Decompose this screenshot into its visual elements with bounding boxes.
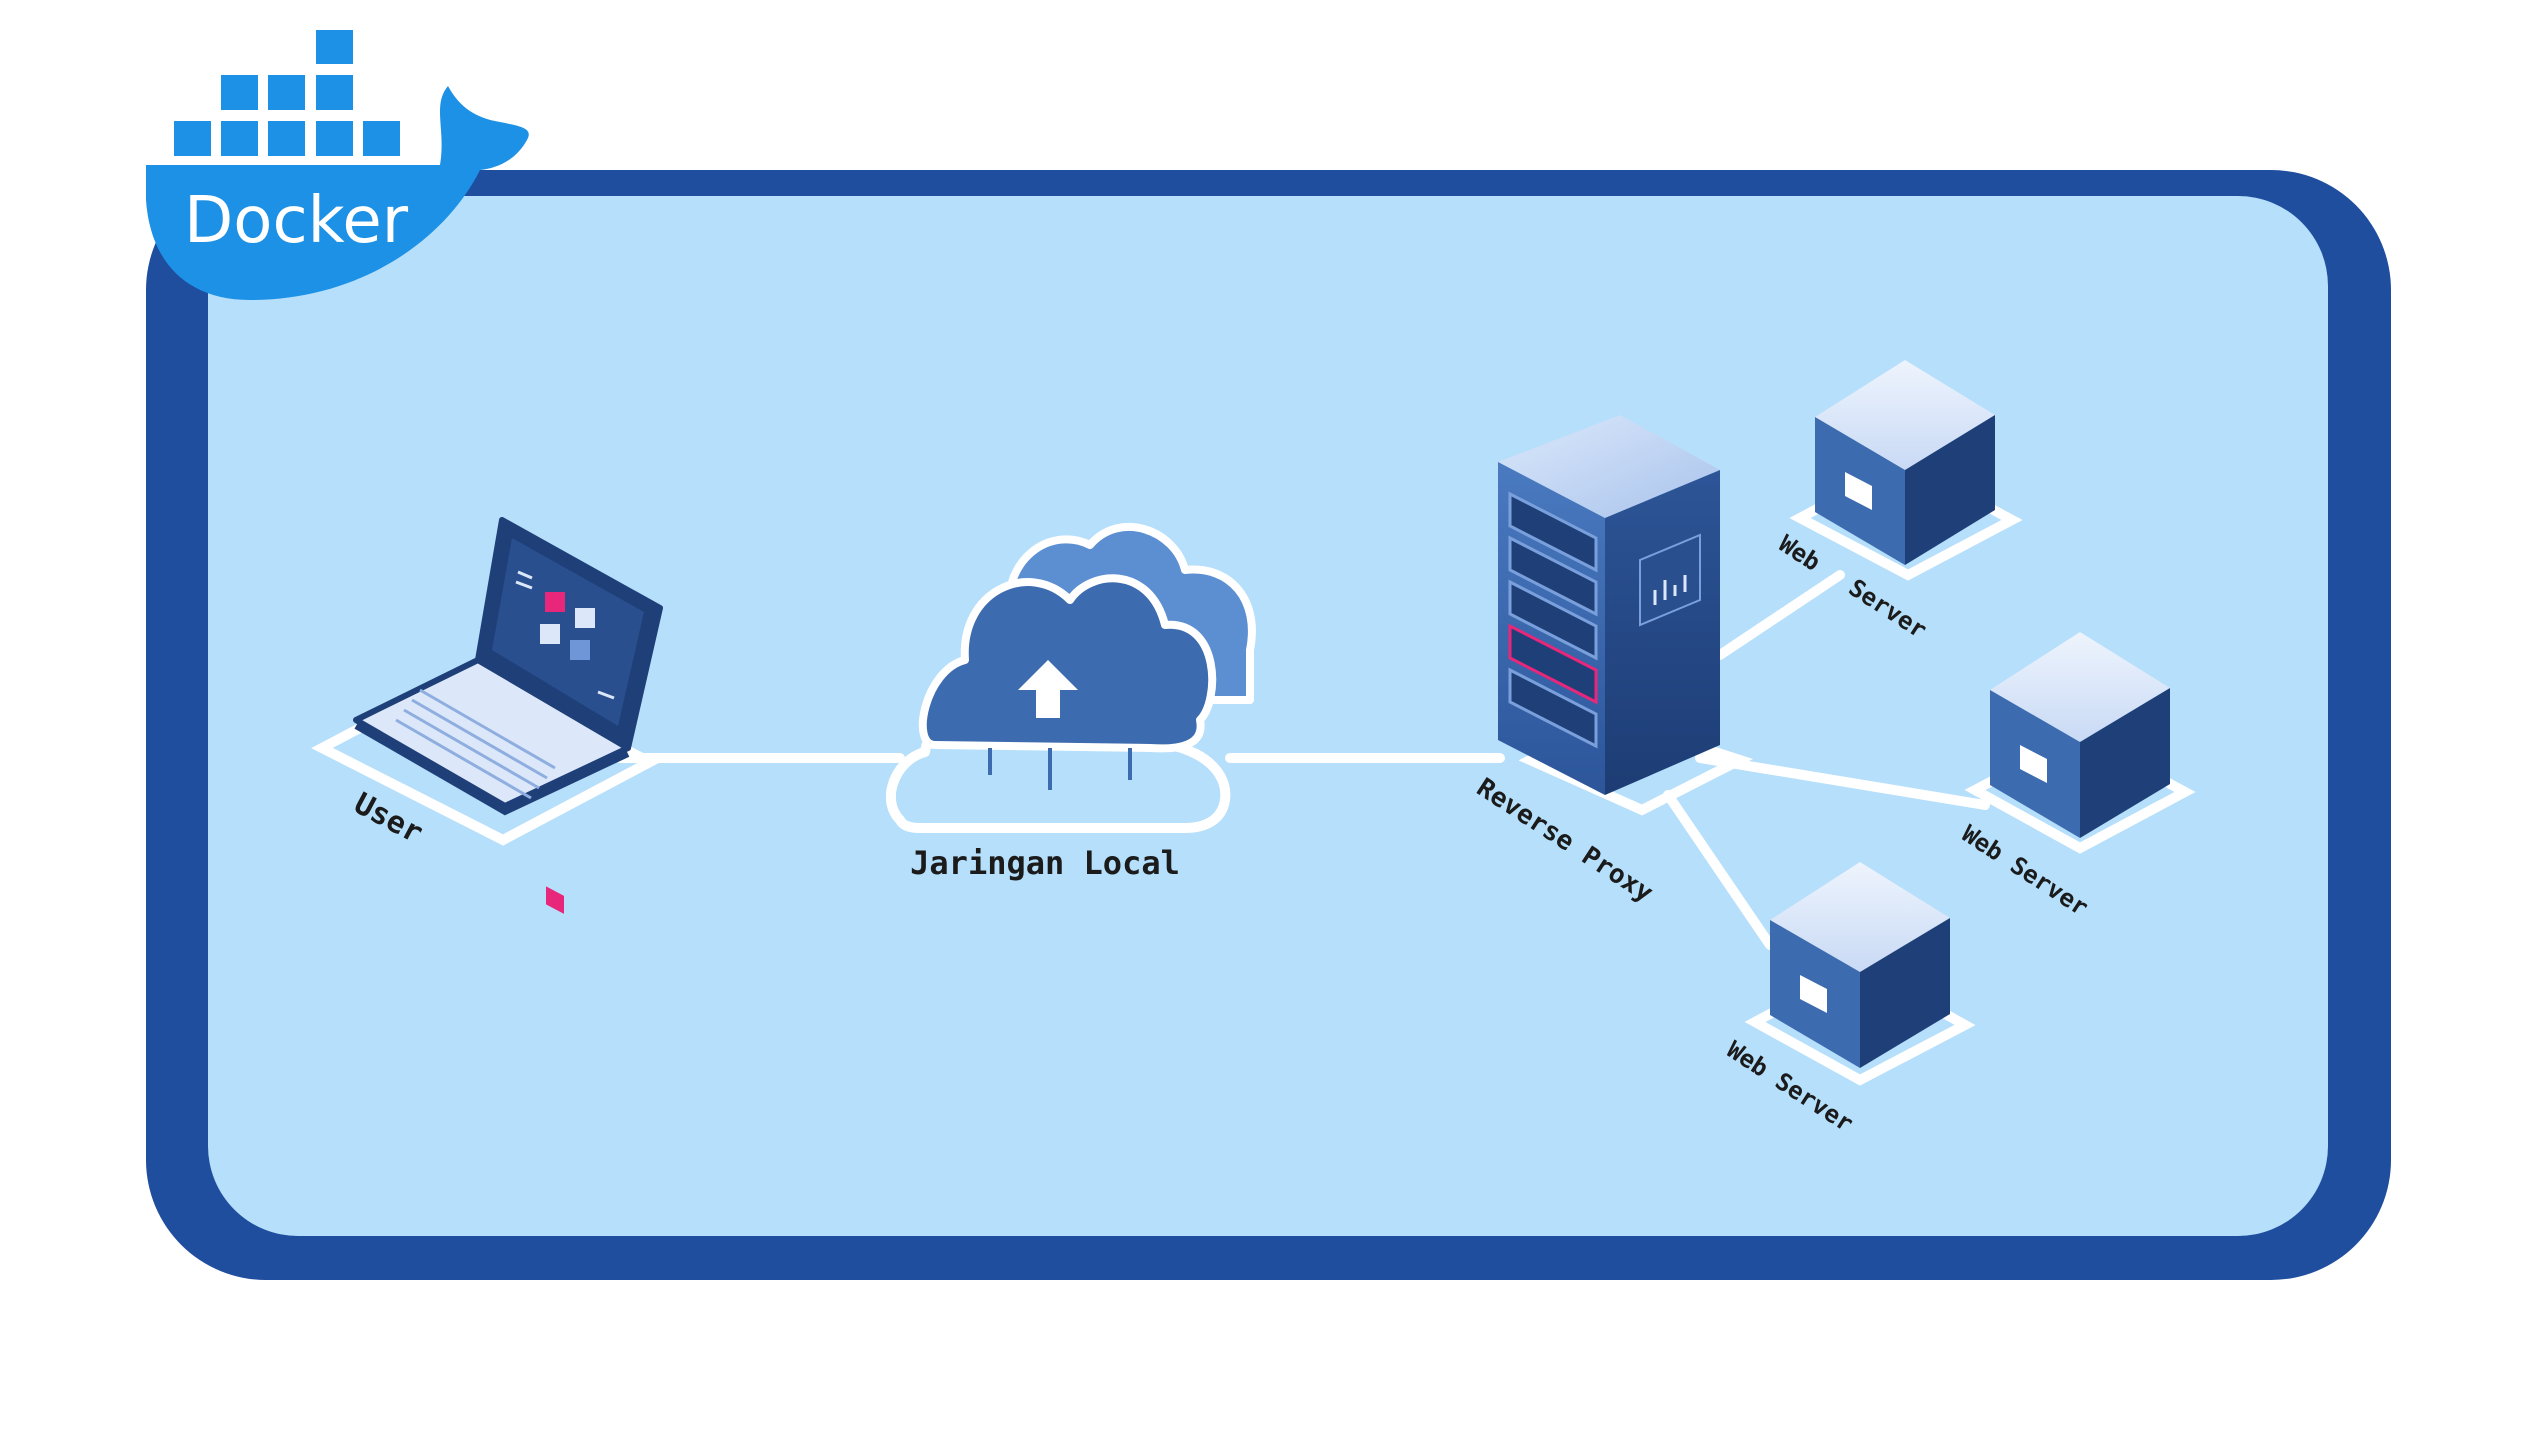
docker-logo: Docker	[146, 30, 529, 300]
cube-server-icon	[1815, 360, 1995, 565]
docker-whale-icon	[146, 30, 529, 300]
network-node[interactable]: Jaringan Local	[886, 523, 1256, 882]
cloud-upload-icon	[886, 523, 1256, 833]
link-proxy-web-1	[1715, 570, 1845, 660]
network-label: Jaringan Local	[910, 844, 1180, 882]
laptop-icon	[353, 517, 663, 914]
upload-arrow	[1018, 660, 1078, 718]
cloud-front	[918, 574, 1217, 753]
server-rack-icon	[1498, 415, 1720, 795]
user-node[interactable]: User	[311, 517, 663, 914]
cube-server-icon	[1770, 862, 1950, 1068]
cube-server-icon	[1990, 632, 2170, 838]
rack-units	[1508, 491, 1598, 749]
link-proxy-web-2	[1695, 753, 1990, 810]
connection-lines	[615, 570, 1990, 950]
docker-logo-text: Docker	[184, 184, 409, 258]
screen-tiles	[515, 570, 615, 700]
link-proxy-web-3	[1663, 790, 1775, 950]
